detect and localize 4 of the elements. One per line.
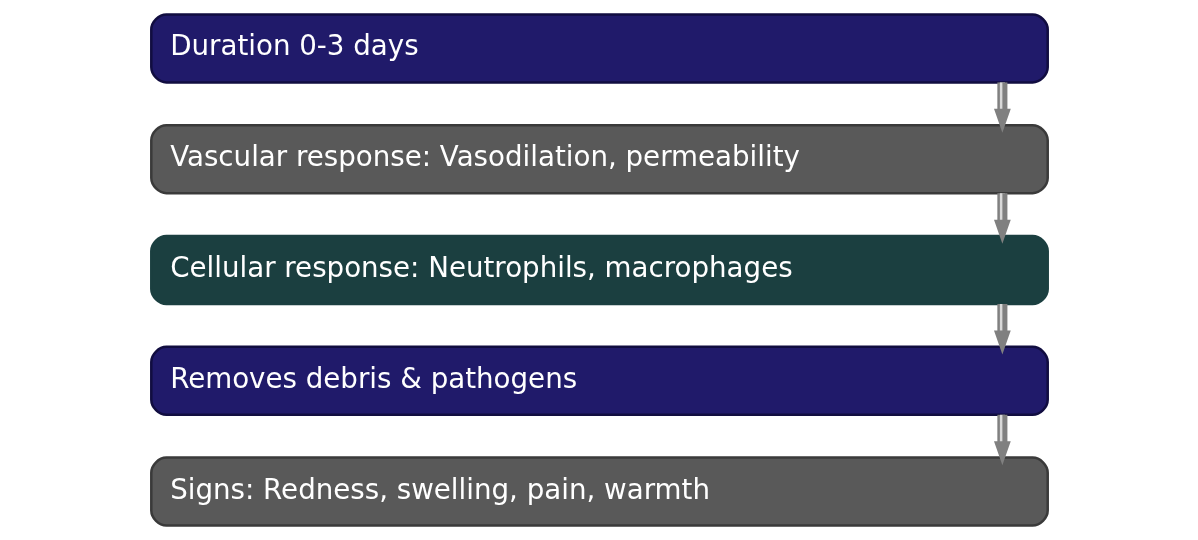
arrow — [993, 82, 1011, 133]
arrow — [993, 304, 1011, 355]
arrow — [993, 193, 1011, 244]
arrow — [993, 414, 1011, 466]
